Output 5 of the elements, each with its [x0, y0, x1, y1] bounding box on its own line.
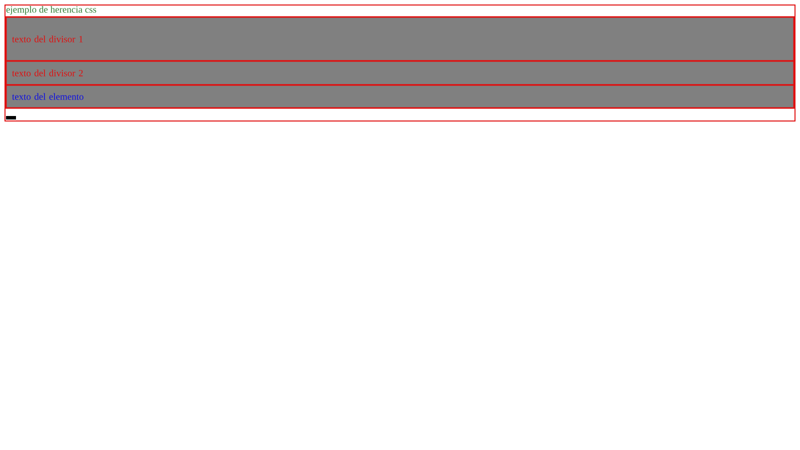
container-box [4, 4, 796, 122]
heading: ejemplo de herencia css [6, 6, 96, 15]
div-box: texto del divisor 2 [5, 60, 795, 86]
div-box: texto del divisor 1 [5, 16, 795, 62]
div-box: texto del elemento [5, 84, 795, 109]
